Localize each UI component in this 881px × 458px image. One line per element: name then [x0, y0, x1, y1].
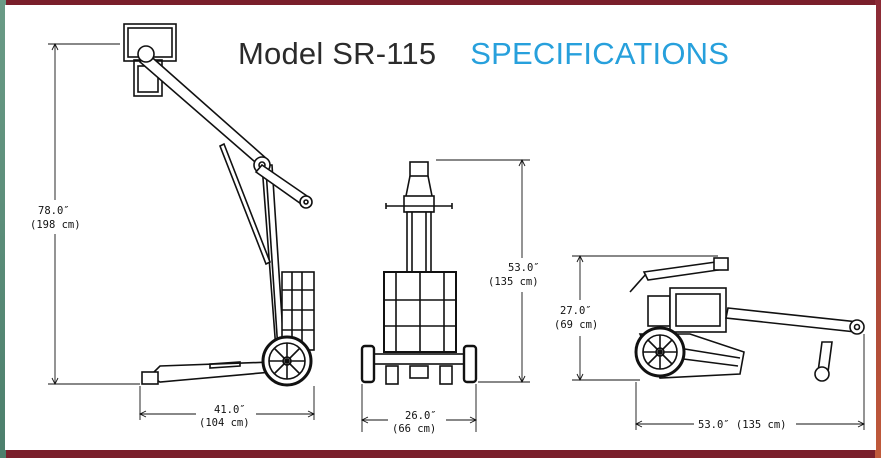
side-height-inches: 78.0″	[38, 205, 70, 217]
side-width-inches: 41.0″	[214, 404, 246, 416]
front-width-inches: 26.0″	[405, 410, 437, 422]
folded-length: 53.0″ (135 cm)	[698, 419, 787, 431]
front-height-inches: 53.0″	[508, 262, 540, 274]
specifications-heading: SPECIFICATIONS	[470, 36, 730, 71]
side-width-cm: (104 cm)	[199, 417, 250, 429]
side-height-cm: (198 cm)	[30, 219, 81, 231]
folded-height-inches: 27.0″	[560, 305, 592, 317]
left-edge-strip	[0, 0, 6, 458]
right-edge-strip	[875, 0, 881, 458]
model-name: Model SR-115	[238, 36, 437, 71]
folded-view-drawing	[629, 257, 865, 382]
front-height-cm: (135 cm)	[488, 276, 539, 288]
front-width-cm: (66 cm)	[392, 423, 436, 435]
front-view-drawing	[360, 161, 478, 385]
page-title: Model SR-115 SPECIFICATIONS	[238, 36, 729, 72]
folded-height-cm: (69 cm)	[554, 319, 598, 331]
side-view-drawing	[123, 23, 315, 387]
